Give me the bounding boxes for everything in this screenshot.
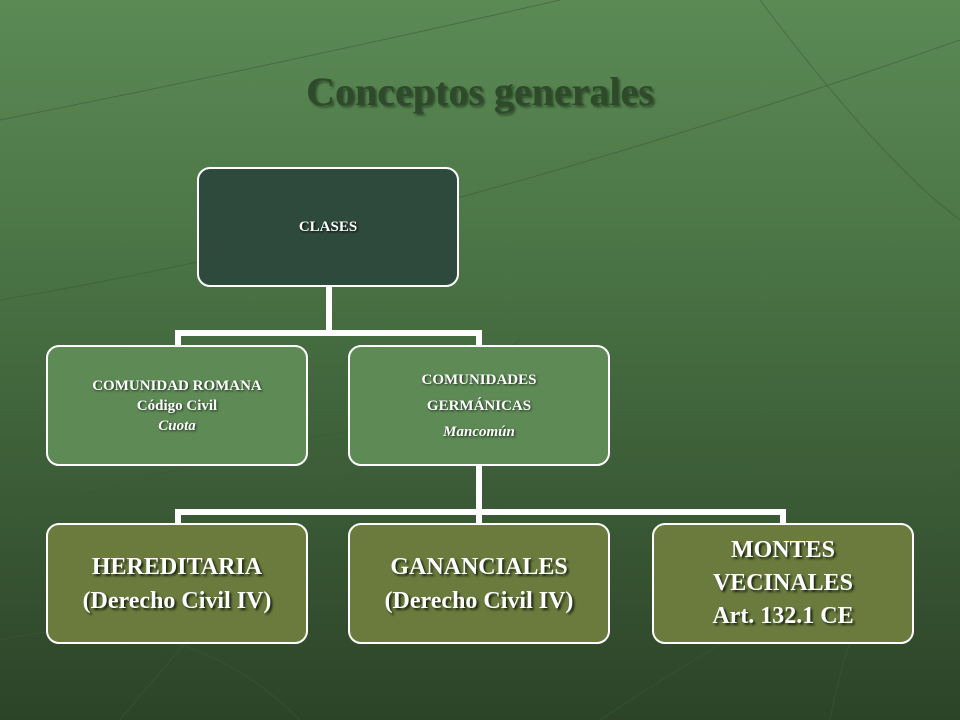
node-montes-subtitle: Art. 132.1 CE — [712, 603, 854, 629]
node-germanicas-title-line2: GERMÁNICAS — [426, 397, 532, 414]
node-montes-title-line1: MONTES — [730, 537, 835, 563]
node-comunidades-germanicas: COMUNIDADES GERMÁNICAS Mancomún — [348, 345, 610, 466]
node-comunidad-romana-subtitle: Código Civil — [136, 397, 218, 414]
root-node-label: CLASES — [298, 219, 358, 235]
root-node-clases: CLASES — [197, 167, 459, 287]
node-montes-vecinales: MONTES VECINALES Art. 132.1 CE — [652, 523, 914, 644]
node-germanicas-title-line1: COMUNIDADES — [421, 371, 537, 388]
node-hereditaria-title: HEREDITARIA — [91, 553, 263, 580]
node-comunidad-romana: COMUNIDAD ROMANA Código Civil Cuota — [46, 345, 308, 466]
node-comunidad-romana-title: COMUNIDAD ROMANA — [92, 377, 262, 394]
node-gananciales-subtitle: (Derecho Civil IV) — [384, 587, 574, 614]
node-hereditaria: HEREDITARIA (Derecho Civil IV) — [46, 523, 308, 644]
node-hereditaria-subtitle: (Derecho Civil IV) — [82, 587, 272, 614]
node-gananciales-title: GANANCIALES — [390, 553, 568, 580]
node-montes-title-line2: VECINALES — [712, 570, 854, 596]
node-comunidad-romana-detail: Cuota — [158, 417, 196, 434]
node-gananciales: GANANCIALES (Derecho Civil IV) — [348, 523, 610, 644]
slide-title: Conceptos generales — [306, 69, 654, 114]
node-germanicas-detail: Mancomún — [443, 423, 515, 440]
